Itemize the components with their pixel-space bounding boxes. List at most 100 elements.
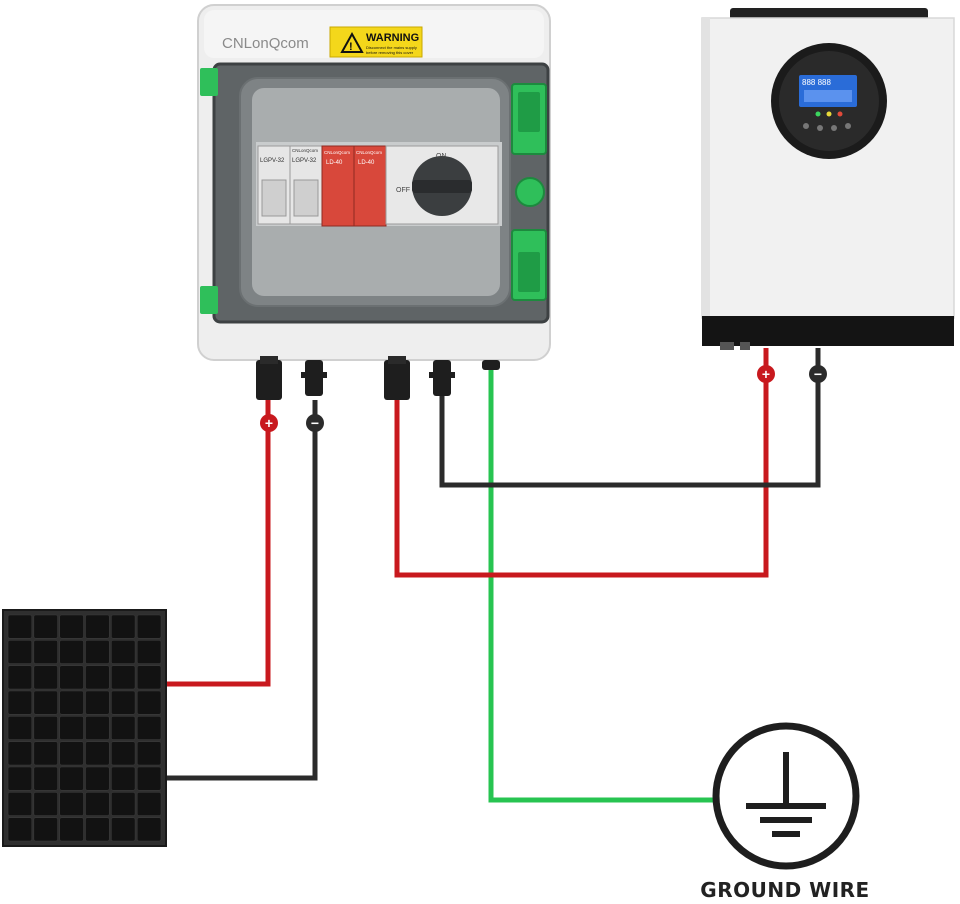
- inverter-negative-marker: [809, 365, 827, 383]
- solar-cell: [33, 639, 58, 664]
- solar-cell: [85, 665, 110, 690]
- solar-cell: [33, 665, 58, 690]
- combiner-polarity-markers: + −: [260, 414, 324, 432]
- solar-cell: [111, 715, 136, 740]
- rotary-isolator: ON OFF: [385, 145, 499, 225]
- solar-cell: [7, 715, 33, 740]
- solar-cell: [111, 766, 136, 791]
- solar-panel: [2, 609, 167, 847]
- panel-negative-wire: [166, 400, 318, 781]
- solar-cell: [136, 715, 162, 740]
- dc-breaker-1: LGPV-32: [257, 145, 291, 225]
- inverter-positive-wire: [394, 348, 769, 578]
- solar-cell: [85, 639, 110, 664]
- solar-cell: [85, 690, 110, 715]
- spd-2-label: LD-40: [358, 160, 375, 166]
- warning-label: ! WARNING Disconnect the mains supply be…: [329, 26, 423, 58]
- inverter-lcd-readout: 888 888: [802, 78, 831, 87]
- solar-cell: [136, 741, 162, 766]
- spd-1-label: LD-40: [326, 160, 343, 166]
- warning-line-1: Disconnect the mains supply: [366, 45, 417, 50]
- solar-cell: [7, 817, 33, 842]
- inverter-button-3[interactable]: [831, 125, 837, 131]
- warning-line-2: before removing this cover: [366, 50, 414, 55]
- solar-cell: [59, 665, 84, 690]
- inverter-negative-wire: [439, 348, 821, 488]
- ground-wire-caption: GROUND WIRE: [700, 878, 870, 902]
- solar-cell: [59, 715, 84, 740]
- solar-cell: [59, 614, 84, 639]
- combiner-negative-marker: [306, 414, 324, 432]
- connector-ground: [482, 360, 500, 370]
- solar-cell: [7, 614, 33, 639]
- solar-cell: [33, 791, 58, 816]
- inverter-positive-sign: +: [762, 366, 770, 382]
- solar-cell: [59, 791, 84, 816]
- inverter-button-1[interactable]: [803, 123, 809, 129]
- warning-title: WARNING: [366, 32, 419, 44]
- breaker-1-label: LGPV-32: [260, 158, 285, 164]
- ground-wire: [488, 368, 716, 803]
- breaker-2-brand: CNLonQcom: [292, 148, 318, 153]
- solar-cell: [33, 766, 58, 791]
- spd-2-brand: CNLonQcom: [356, 150, 382, 155]
- warning-triangle-icon: [340, 31, 364, 53]
- solar-cell: [7, 690, 33, 715]
- right-latch-knob: [515, 177, 545, 207]
- combiner-positive-sign: +: [265, 415, 273, 431]
- solar-cell: [59, 690, 84, 715]
- inverter: 888 888: [701, 8, 955, 350]
- surge-protector-1: CNLonQcom LD-40: [321, 145, 355, 227]
- connector-pv-positive: [256, 360, 282, 400]
- solar-cell: [85, 791, 110, 816]
- solar-cell: [136, 817, 162, 842]
- solar-cell: [85, 766, 110, 791]
- solar-cell: [33, 741, 58, 766]
- combiner-positive-marker: [260, 414, 278, 432]
- spd-1-brand: CNLonQcom: [324, 150, 350, 155]
- isolator-off-label: OFF: [396, 187, 410, 194]
- solar-cell: [111, 690, 136, 715]
- solar-cell: [33, 715, 58, 740]
- isolator-on-label: ON: [436, 153, 447, 160]
- solar-cell: [111, 817, 136, 842]
- solar-cells: [7, 614, 162, 842]
- inverter-button-4[interactable]: [845, 123, 851, 129]
- left-hinge-bottom: [200, 286, 218, 314]
- solar-cell: [33, 614, 58, 639]
- combiner-negative-sign: −: [311, 415, 319, 431]
- inverter-negative-sign: −: [814, 366, 822, 382]
- inverter-positive-marker: [757, 365, 775, 383]
- solar-cell: [136, 614, 162, 639]
- connector-out-positive: [384, 360, 410, 400]
- solar-cell: [111, 741, 136, 766]
- solar-cell: [85, 715, 110, 740]
- combiner-brand: CNLonQcom: [222, 35, 309, 52]
- solar-cell: [33, 690, 58, 715]
- inverter-base: [702, 316, 954, 346]
- solar-cell: [85, 741, 110, 766]
- solar-cell: [59, 817, 84, 842]
- solar-cell: [111, 791, 136, 816]
- solar-cell: [111, 639, 136, 664]
- left-hinge-top: [200, 68, 218, 96]
- wires: [166, 348, 821, 803]
- solar-cell: [136, 690, 162, 715]
- solar-cell: [85, 817, 110, 842]
- solar-cell: [59, 741, 84, 766]
- solar-cell: [33, 817, 58, 842]
- solar-cell: [85, 614, 110, 639]
- solar-cell: [59, 639, 84, 664]
- breaker-2-label: LGPV-32: [292, 158, 317, 164]
- surge-protector-2: CNLonQcom LD-40: [353, 145, 387, 227]
- inverter-button-2[interactable]: [817, 125, 823, 131]
- solar-cell: [111, 665, 136, 690]
- solar-cell: [7, 766, 33, 791]
- solar-cell: [136, 665, 162, 690]
- dc-breaker-2: CNLonQcom LGPV-32: [289, 145, 323, 225]
- solar-cell: [7, 665, 33, 690]
- inverter-led-green: [815, 111, 821, 117]
- solar-cell: [7, 639, 33, 664]
- combiner-box: CNLonQcom ! WARNING Disconnect the mains…: [197, 4, 551, 400]
